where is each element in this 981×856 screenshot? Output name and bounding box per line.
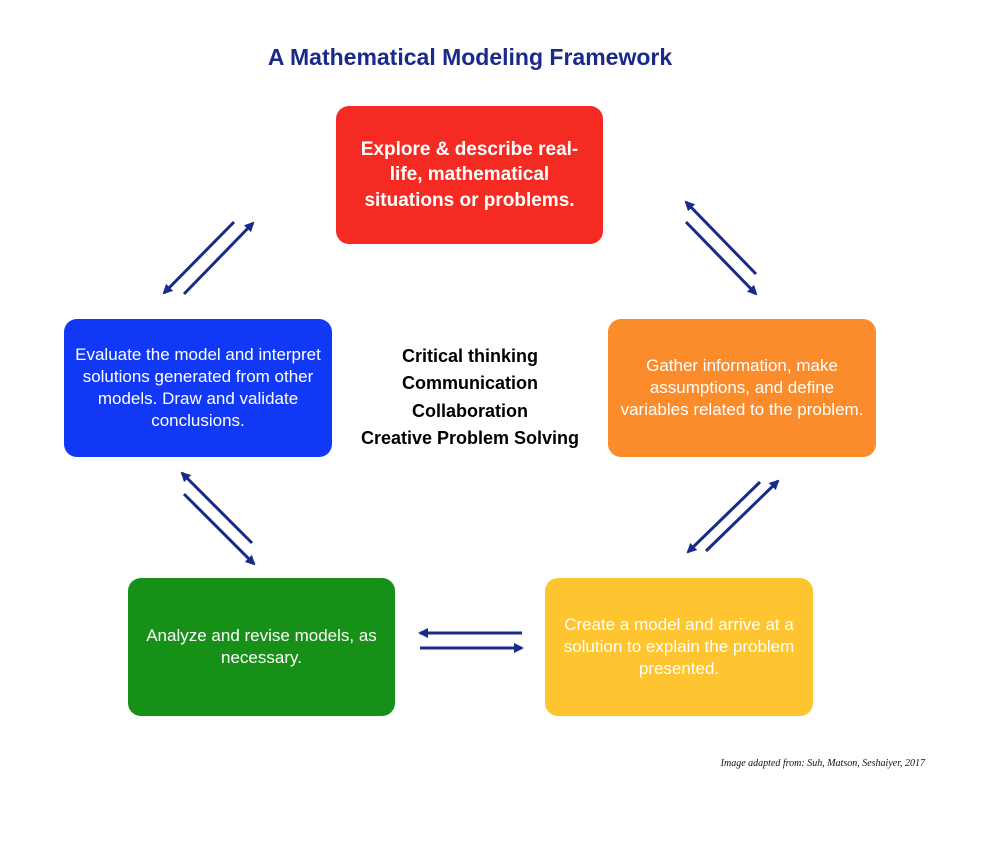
center-skills: Critical thinking Communication Collabor… — [355, 343, 585, 452]
arrow-gather-to-create — [686, 480, 762, 554]
center-skill-item: Collaboration — [412, 400, 528, 421]
arrow-evaluate-to-explore — [182, 221, 255, 296]
stage-gather-label: Gather information, make assumptions, an… — [620, 355, 864, 420]
arrow-gather-to-explore — [684, 200, 758, 276]
arrow-evaluate-to-analyze — [182, 492, 256, 566]
stage-gather-box: Gather information, make assumptions, an… — [608, 319, 876, 457]
stage-explore-label: Explore & describe real-life, mathematic… — [360, 138, 579, 211]
stage-create-label: Create a model and arrive at a solution … — [563, 614, 795, 679]
stage-evaluate-label: Evaluate the model and interpret solutio… — [75, 344, 321, 431]
stage-explore-box: Explore & describe real-life, mathematic… — [336, 106, 603, 244]
arrow-explore-to-gather — [684, 220, 758, 296]
center-skill-item: Critical thinking — [401, 346, 538, 366]
center-skill-item: Creative Problem Solving — [360, 428, 580, 449]
arrow-create-to-gather — [704, 479, 780, 553]
stage-create-box: Create a model and arrive at a solution … — [545, 578, 813, 716]
citation: Image adapted from: Suh, Matson, Seshaiy… — [720, 758, 925, 769]
arrow-explore-to-evaluate — [162, 220, 236, 295]
center-skill-item: Communication — [401, 373, 538, 394]
diagram-title: A Mathematical Modeling Framework — [267, 44, 673, 70]
stage-analyze-label: Analyze and revise models, as necessary. — [146, 625, 377, 667]
arrow-analyze-to-evaluate — [180, 471, 254, 545]
stage-evaluate-box: Evaluate the model and interpret solutio… — [64, 319, 332, 457]
stage-analyze-box: Analyze and revise models, as necessary. — [128, 578, 395, 716]
